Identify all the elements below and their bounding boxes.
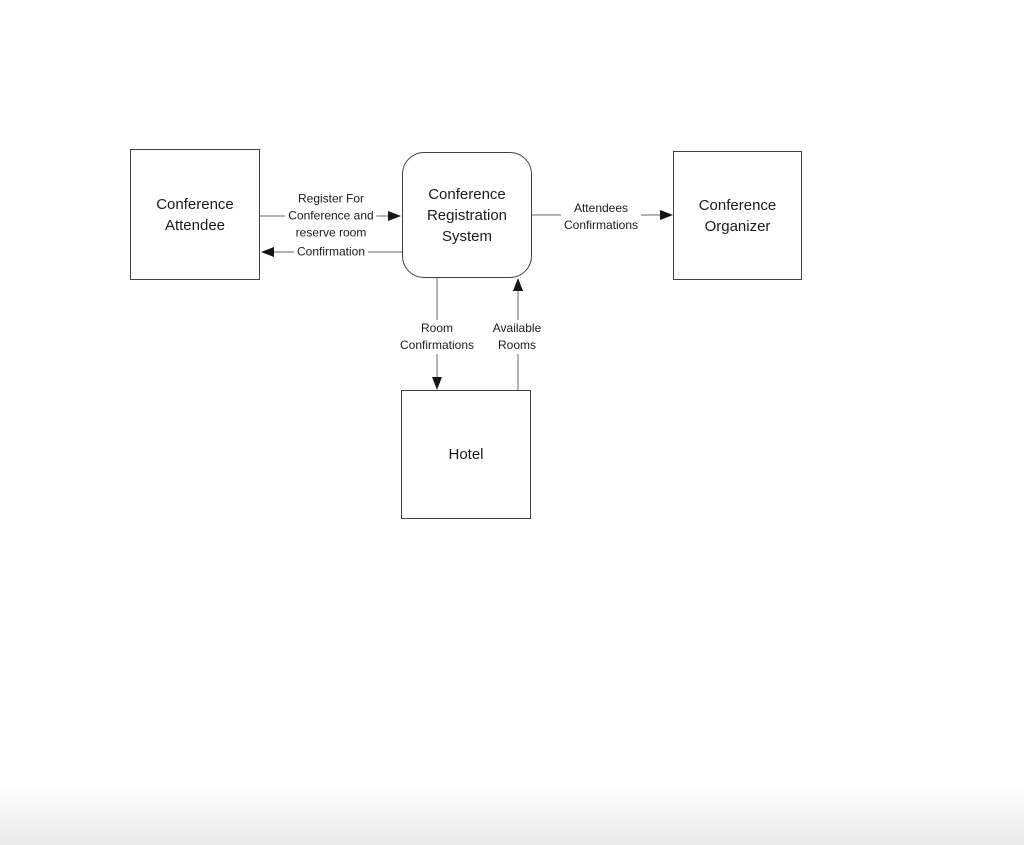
node-label: Registration <box>426 206 508 224</box>
flow-label-line: Confirmation <box>296 244 366 259</box>
arrowhead-attendees-confirmations-flow <box>660 210 673 220</box>
flow-label-room-confirmations: Room Confirmations <box>396 320 478 354</box>
node-label: Attendee <box>164 216 226 234</box>
arrowhead-available-rooms-flow <box>513 278 523 291</box>
flow-label-line: Available <box>492 321 542 335</box>
node-conference-organizer: Conference Organizer <box>673 151 802 280</box>
node-label: Conference <box>698 196 777 214</box>
node-label: Conference <box>428 185 506 203</box>
arrowhead-room-confirmations-flow <box>432 377 442 390</box>
flow-label-line: Register For <box>297 191 365 206</box>
arrowhead-register-flow <box>388 211 401 221</box>
flow-label-confirmation: Confirmation <box>293 243 369 261</box>
flow-label-available-rooms: Available Rooms <box>489 320 545 354</box>
flow-label-line: Attendees <box>573 201 629 215</box>
node-label: Hotel <box>448 446 484 463</box>
node-label: System <box>441 227 492 245</box>
node-label: Organizer <box>704 217 771 235</box>
node-hotel: Hotel <box>401 390 531 519</box>
flow-label-line: Room <box>420 321 453 335</box>
arrowhead-confirmation-flow <box>261 247 274 257</box>
flow-label-line: Rooms <box>497 338 537 352</box>
flow-label-line: Confirmations <box>563 218 639 232</box>
flow-label-line: reserve room <box>295 225 367 240</box>
flow-label-register: Register For Conference and reserve room <box>285 190 377 242</box>
node-label: Conference <box>156 195 234 213</box>
flow-label-line: Conference and <box>288 208 374 223</box>
node-conference-registration-system: Conference Registration System <box>402 152 532 278</box>
flow-label-attendees-confirmations: Attendees Confirmations <box>560 200 642 234</box>
node-conference-attendee: Conference Attendee <box>130 149 260 280</box>
flow-label-line: Confirmations <box>399 338 475 352</box>
